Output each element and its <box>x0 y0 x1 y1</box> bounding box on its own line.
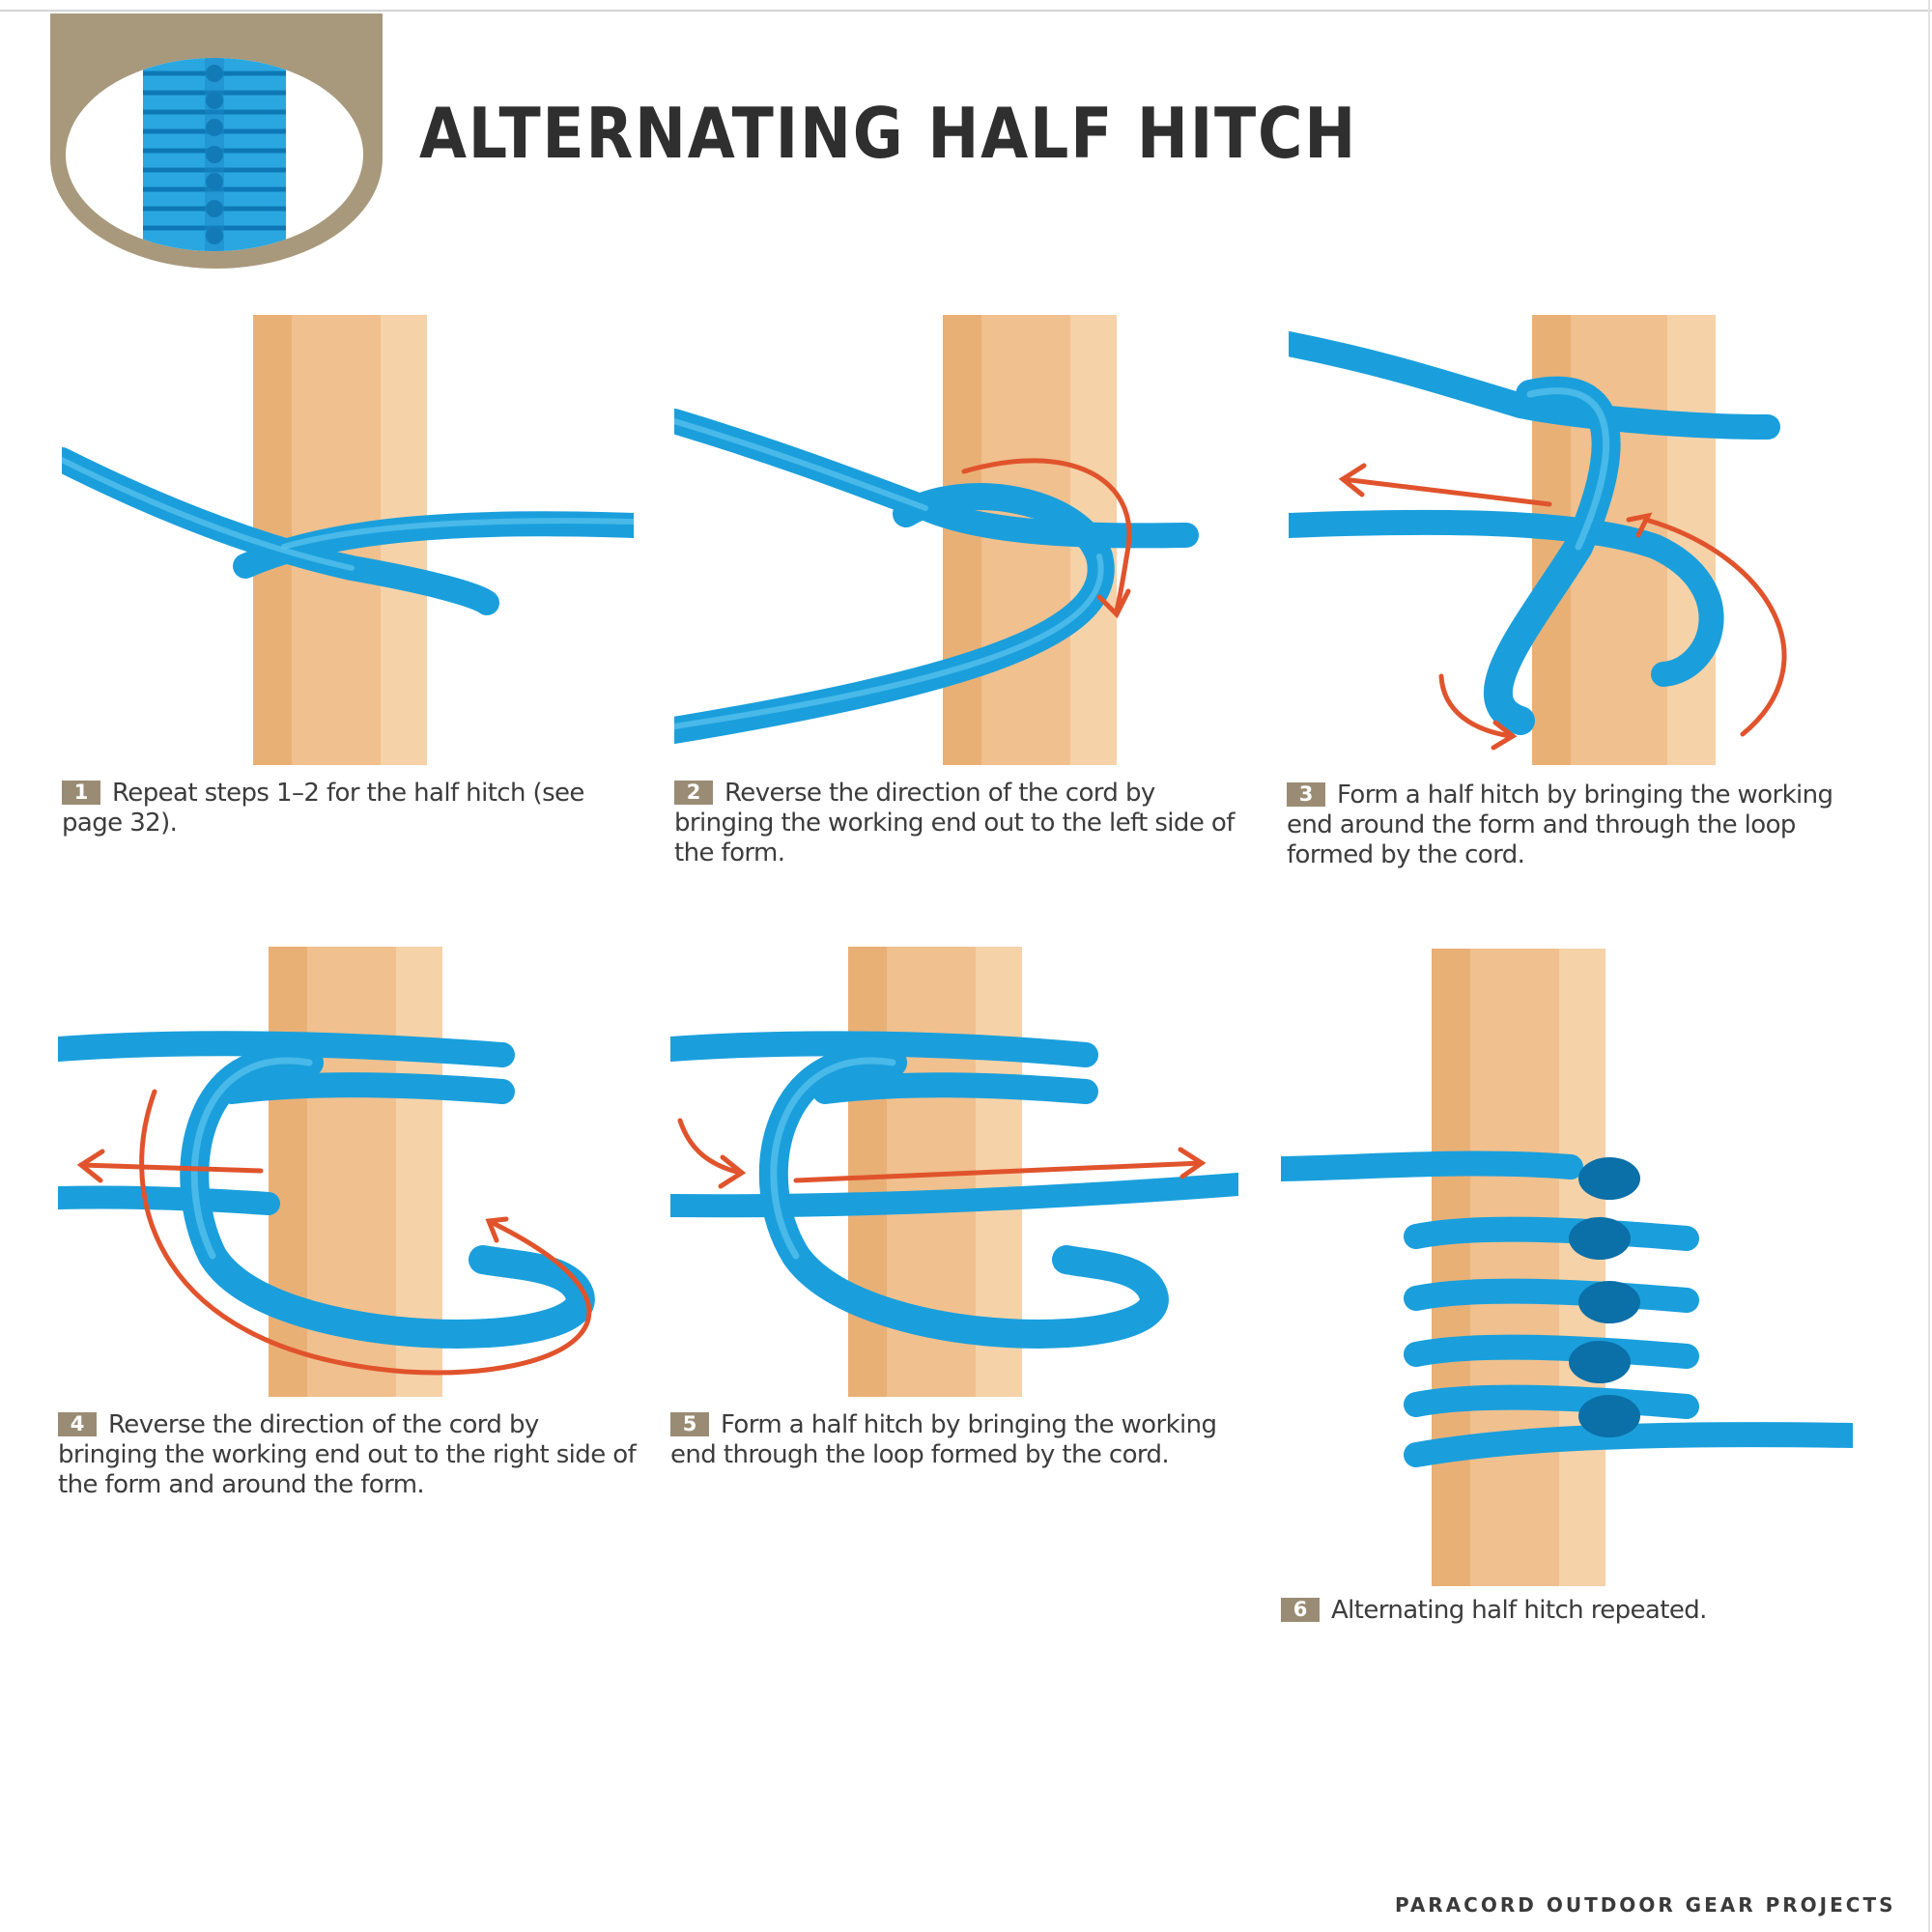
step-3-photo <box>1289 315 1853 765</box>
step-text: Form a half hitch by bringing the workin… <box>1287 781 1833 869</box>
step-number-badge: 5 <box>670 1412 709 1436</box>
cord-coil-icon <box>143 58 286 251</box>
step-number-badge: 3 <box>1287 782 1325 807</box>
step-text: Form a half hitch by bringing the workin… <box>670 1410 1217 1469</box>
header-badge <box>50 14 383 269</box>
page-title: ALTERNATING HALF HITCH <box>419 93 1358 174</box>
step-text: Repeat steps 1–2 for the half hitch (see… <box>62 779 584 838</box>
step-6-photo <box>1281 949 1853 1586</box>
step-number-badge: 2 <box>674 781 713 805</box>
top-rule <box>0 10 1932 12</box>
step-2-photo <box>674 315 1238 765</box>
step-text: Reverse the direction of the cord by bri… <box>674 779 1235 867</box>
step-1-photo <box>62 315 634 765</box>
step-text: Reverse the direction of the cord by bri… <box>58 1410 637 1499</box>
step-number-badge: 4 <box>58 1412 97 1436</box>
right-rule <box>1928 0 1930 1932</box>
step-number-badge: 6 <box>1281 1598 1320 1622</box>
step-number-badge: 1 <box>62 781 100 805</box>
step-4-photo <box>58 947 630 1397</box>
page-footer: PARACORD OUTDOOR GEAR PROJECTS <box>1395 1893 1896 1917</box>
step-6-caption: 6 Alternating half hitch repeated. <box>1281 1596 1861 1626</box>
step-5-photo <box>670 947 1238 1397</box>
step-text: Alternating half hitch repeated. <box>1331 1596 1707 1625</box>
